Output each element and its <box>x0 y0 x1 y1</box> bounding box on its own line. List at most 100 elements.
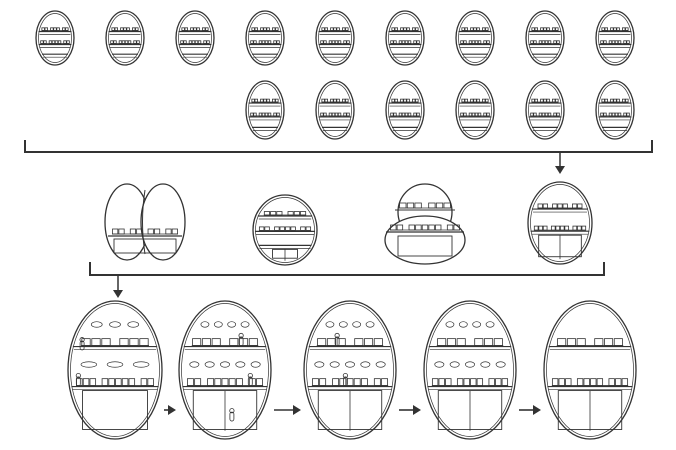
overhead-bin <box>480 361 491 368</box>
selection-bracket-2 <box>89 262 605 298</box>
overhead-bin <box>495 361 506 368</box>
overhead-bin <box>458 321 468 328</box>
concept-section-row1-6 <box>385 10 425 66</box>
overhead-bin <box>132 361 150 368</box>
overhead-bin <box>449 361 460 368</box>
fuselage-inner-skin <box>458 83 492 137</box>
overhead-bin <box>235 361 246 368</box>
overhead-bin <box>472 321 482 328</box>
arrow-down-icon <box>113 290 123 298</box>
fuselage-outer-skin <box>455 10 495 66</box>
fuselage-inner-skin <box>388 83 422 137</box>
passenger-figure-head <box>342 372 348 379</box>
concept-section-row2-2 <box>315 80 355 140</box>
fuselage-inner-skin <box>598 83 632 137</box>
inverted-bubble-section <box>384 183 466 265</box>
cargo-hold <box>82 390 148 430</box>
fuselage-outer-skin <box>175 10 215 66</box>
fuselage-inner-skin <box>426 303 514 437</box>
passenger-figure-head <box>238 332 244 339</box>
overhead-bin <box>189 361 200 368</box>
overhead-bin <box>127 321 140 328</box>
passenger-figure-body <box>238 336 244 347</box>
final-section-2 <box>178 300 272 440</box>
fuselage-outer-skin <box>315 80 355 140</box>
fuselage-inner-skin <box>108 13 142 63</box>
bracket-line <box>89 262 605 276</box>
circular-double-deck-section <box>252 194 318 266</box>
concept-section-row2-3 <box>385 80 425 140</box>
fuselage-outer-skin <box>423 300 517 440</box>
overhead-bin <box>314 361 325 368</box>
fuselage-outer-skin <box>303 300 397 440</box>
overhead-bin <box>325 321 335 328</box>
lobe-joint <box>142 189 146 255</box>
concept-section-row2-4 <box>455 80 495 140</box>
overhead-bin <box>345 361 355 368</box>
arrow-right-icon <box>413 405 421 415</box>
fuselage-inner-skin <box>318 13 352 63</box>
passenger-figure-body <box>75 376 81 387</box>
overhead-bin <box>200 321 210 328</box>
concept-section-row1-8 <box>525 10 565 66</box>
concept-section-row1-3 <box>175 10 215 66</box>
fuselage-outer-skin <box>595 10 635 66</box>
passenger-figure-body <box>229 411 235 422</box>
overhead-bin <box>352 321 362 328</box>
arrow-right-icon <box>533 405 541 415</box>
overhead-bin <box>338 321 348 328</box>
fuselage-inner-skin <box>530 184 590 262</box>
fuselage-outer-skin <box>543 300 637 440</box>
overhead-bin <box>204 361 215 368</box>
fuselage-inner-skin <box>306 303 394 437</box>
fuselage-outer-skin <box>455 80 495 140</box>
fuselage-inner-skin <box>181 303 269 437</box>
overhead-bin <box>227 321 237 328</box>
concept-section-row2-6 <box>595 80 635 140</box>
fuselage-outer-skin <box>245 10 285 66</box>
double-bubble-section <box>104 183 186 261</box>
final-section-3 <box>303 300 397 440</box>
fuselage-outer-skin <box>67 300 163 440</box>
fuselage-outer-skin <box>385 10 425 66</box>
fuselage-outer-skin <box>35 10 75 66</box>
overhead-bin <box>240 321 250 328</box>
progression-arrow-1 <box>164 405 176 415</box>
fuselage-inner-skin <box>38 13 72 63</box>
fuselage-outer-skin <box>527 181 593 265</box>
overhead-bin <box>80 361 98 368</box>
passenger-figure-body <box>334 336 340 347</box>
progression-arrow-3 <box>399 405 421 415</box>
overhead-bin <box>445 321 455 328</box>
fuselage-inner-skin <box>528 13 562 63</box>
concept-section-row1-2 <box>105 10 145 66</box>
passenger-figure-body <box>79 340 85 351</box>
fuselage-inner-skin <box>318 83 352 137</box>
fuselage-outer-skin <box>105 10 145 66</box>
final-section-5 <box>543 300 637 440</box>
overhead-bin <box>109 321 121 328</box>
fuselage-inner-skin <box>546 303 634 437</box>
overhead-bin <box>213 321 223 328</box>
overhead-bin <box>106 361 124 368</box>
concept-section-row1-7 <box>455 10 495 66</box>
passenger-figure-head <box>229 408 235 414</box>
fuselage-inner-skin <box>255 197 315 263</box>
fuselage-inner-skin <box>598 13 632 63</box>
fuselage-inner-skin <box>528 83 562 137</box>
arrow-right-icon <box>293 405 301 415</box>
fuselage-inner-skin <box>248 13 282 63</box>
passenger-figure-head <box>247 372 253 379</box>
arrow-right-icon <box>168 405 176 415</box>
final-section-1 <box>67 300 163 440</box>
overhead-bin <box>485 321 495 328</box>
overhead-bin <box>329 361 340 368</box>
overhead-bin <box>375 361 386 368</box>
overhead-bin <box>434 361 445 368</box>
concept-section-row1-4 <box>245 10 285 66</box>
overhead-bin <box>220 361 230 368</box>
cargo-hold <box>397 235 453 257</box>
selection-bracket-1 <box>24 140 653 174</box>
